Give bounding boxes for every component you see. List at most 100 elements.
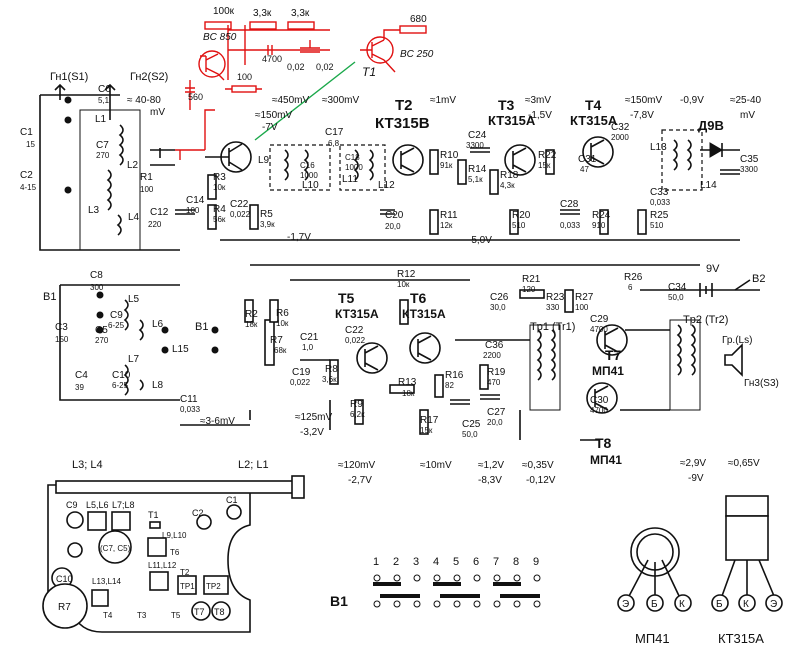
level-25-40-unit: mV bbox=[740, 110, 755, 121]
mod-label-t1: T1 bbox=[362, 65, 376, 79]
label-c27: C27 bbox=[487, 407, 506, 418]
label-c16: C16 bbox=[300, 161, 315, 170]
mod-label-bc250: BC 250 bbox=[400, 49, 434, 60]
val-c27: 20,0 bbox=[487, 418, 503, 427]
label-b2: B2 bbox=[752, 273, 765, 285]
label-c2: C2 bbox=[20, 170, 33, 181]
svg-text:T8: T8 bbox=[214, 607, 225, 617]
supply-9v: 9V bbox=[706, 263, 720, 275]
val-r9: 6,2к bbox=[350, 410, 365, 419]
board-t6: T6 bbox=[170, 548, 180, 557]
label-r11: R11 bbox=[440, 210, 458, 221]
label-c1: C1 bbox=[20, 127, 33, 138]
label-r22: R22 bbox=[538, 150, 557, 161]
inductor-l13: L13 bbox=[650, 142, 667, 153]
label-c31: C31 bbox=[578, 154, 597, 165]
label-r15: C22 bbox=[345, 325, 364, 336]
inductor-l14: L14 bbox=[700, 180, 717, 191]
val-r18: 4,3к bbox=[500, 181, 515, 190]
diode-d9b bbox=[709, 142, 723, 158]
label-c32: C32 bbox=[611, 122, 630, 133]
label-t7-type: МП41 bbox=[592, 364, 624, 378]
inductor-l4: L4 bbox=[128, 212, 140, 223]
inductor-l15: L15 bbox=[172, 344, 189, 355]
val-c26: 30,0 bbox=[490, 303, 506, 312]
inductor-l6: L6 bbox=[152, 319, 164, 330]
mod-label-33k-b: 3,3к bbox=[291, 8, 310, 19]
board-outline bbox=[47, 484, 251, 633]
val-r12: 10к bbox=[397, 280, 410, 289]
label-speaker: Гр.(Ls) bbox=[722, 335, 752, 346]
rf-preamp-modification: 100к 3,3к 3,3к BC 850 4700 100 560 0,02 … bbox=[175, 6, 434, 160]
board-t5: T5 bbox=[171, 611, 181, 620]
val-c32: 2000 bbox=[611, 133, 629, 142]
label-r10: R10 bbox=[440, 150, 459, 161]
inductor-l12: L12 bbox=[378, 180, 395, 191]
transistor-t6 bbox=[409, 332, 441, 364]
level-7v: -7V bbox=[262, 122, 278, 133]
upper-signal-chain bbox=[39, 83, 740, 281]
val-r2: 18к bbox=[245, 320, 258, 329]
level-3mv: ≈3mV bbox=[525, 95, 551, 106]
mod-transistor-bc850 bbox=[198, 50, 226, 78]
upper-labels: Гн1(S1) Гн2(S2) ≈ 40-80 mV ≈450mV ≈300mV… bbox=[20, 71, 762, 246]
level-035v: ≈0,35V bbox=[522, 460, 554, 471]
level-17v: -1,7V bbox=[287, 232, 311, 243]
label-gn3: Гн3(S3) bbox=[744, 378, 779, 389]
val-c4: 39 bbox=[75, 383, 84, 392]
val-c20: 20,0 bbox=[385, 222, 401, 231]
label-r1: R1 bbox=[140, 172, 153, 183]
label-c6: C6 bbox=[98, 84, 111, 95]
contact-8: 8 bbox=[513, 556, 519, 568]
val-r21: 120 bbox=[522, 285, 536, 294]
val-r7: 68к bbox=[274, 346, 287, 355]
inductor-l7: L7 bbox=[128, 354, 140, 365]
val-c11: 0,033 bbox=[180, 405, 201, 414]
contact-5: 5 bbox=[453, 556, 459, 568]
label-c4: C4 bbox=[75, 370, 88, 381]
board-l13l14: L13,L14 bbox=[92, 577, 121, 586]
label-r13: R13 bbox=[398, 377, 417, 388]
label-c14: C14 bbox=[186, 195, 205, 206]
label-t5: T5 bbox=[338, 290, 355, 306]
label-c9: C9 bbox=[110, 310, 123, 321]
label-c33: C33 bbox=[650, 187, 669, 198]
kt315-name: КТ315А bbox=[718, 631, 764, 646]
label-c7: C7 bbox=[96, 140, 109, 151]
mp41-pin-e: Э bbox=[622, 599, 629, 610]
label-r25: R25 bbox=[650, 210, 669, 221]
label-r27: R27 bbox=[575, 292, 594, 303]
level-065v: ≈0,65V bbox=[728, 458, 760, 469]
label-r17: R17 bbox=[420, 415, 439, 426]
val-r13: 18к bbox=[402, 389, 415, 398]
label-t5-type: КТ315А bbox=[335, 307, 379, 321]
inductor-l11: L11 bbox=[342, 174, 358, 185]
level-29v: ≈2,9V bbox=[680, 458, 706, 469]
level-125mv-v: -3,2V bbox=[300, 427, 324, 438]
green-pointer bbox=[254, 61, 356, 141]
socket-gn2: Гн2(S2) bbox=[130, 71, 168, 83]
label-c30: C30 bbox=[590, 395, 609, 406]
inductor-l1: L1 bbox=[95, 114, 107, 125]
label-r19: R19 bbox=[487, 367, 506, 378]
label-c5: C5 bbox=[95, 325, 108, 336]
val-r25: 510 bbox=[650, 221, 664, 230]
label-c34: C34 bbox=[668, 282, 687, 293]
val-r14: 5,1к bbox=[468, 175, 483, 184]
level-120mv: ≈120mV bbox=[338, 460, 376, 471]
level-120mv-v: -2,7V bbox=[348, 475, 372, 486]
transistor-t2 bbox=[392, 144, 424, 176]
val-c35: 3300 bbox=[740, 165, 758, 174]
contact-9: 9 bbox=[533, 556, 539, 568]
level-40-80-unit: mV bbox=[150, 107, 165, 118]
label-tr1: Tp1 (Tr1) bbox=[530, 321, 575, 333]
label-c12: C12 bbox=[150, 207, 169, 218]
svg-text:C1: C1 bbox=[226, 495, 238, 505]
val-r26: 6 bbox=[628, 283, 633, 292]
mod-label-33k-a: 3,3к bbox=[253, 8, 272, 19]
svg-text:T7: T7 bbox=[194, 607, 205, 617]
board-hdr-l3l4: L3; L4 bbox=[72, 459, 103, 471]
inductor-l3: L3 bbox=[88, 205, 100, 216]
val-r24: 910 bbox=[592, 221, 606, 230]
label-r12: R12 bbox=[397, 269, 416, 280]
